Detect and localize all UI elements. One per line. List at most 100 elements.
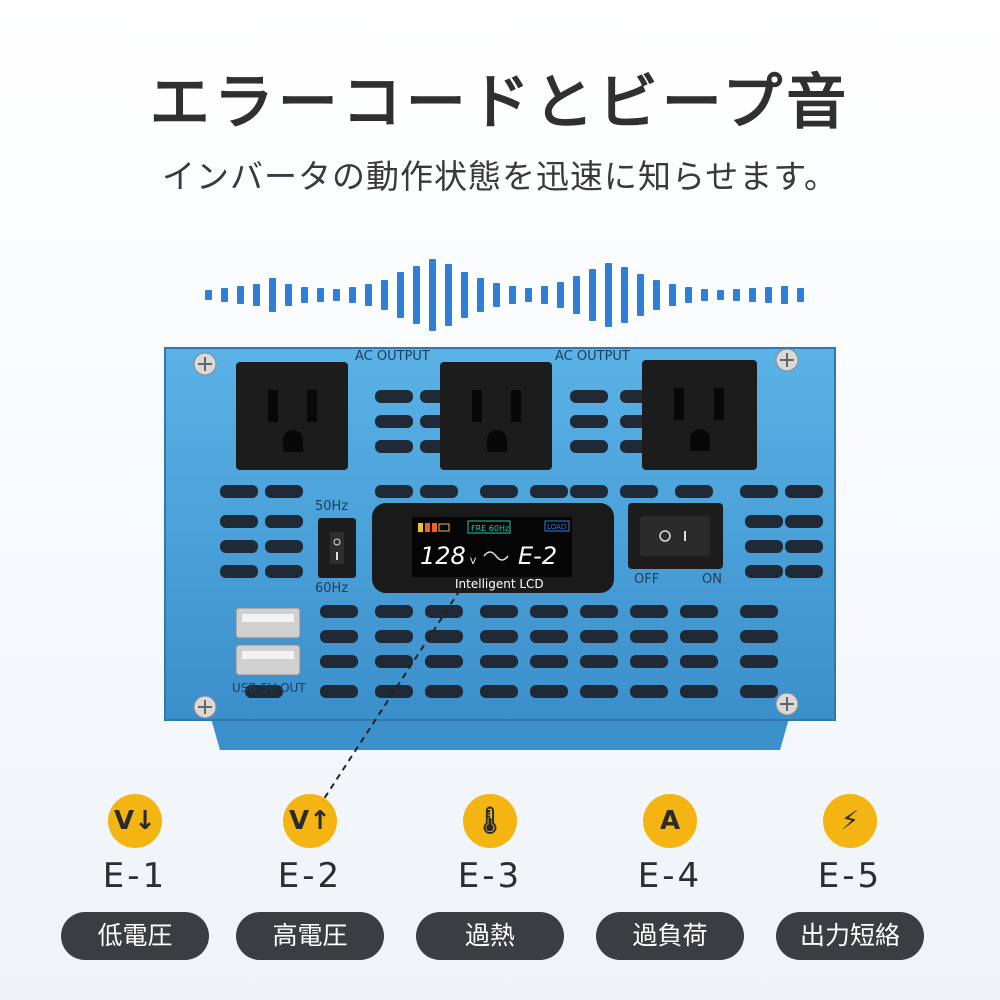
thermometer-icon: 🌡 (463, 794, 517, 848)
sound-wave-graphic (205, 259, 804, 331)
wave-bar (669, 284, 676, 306)
switch-on-label: ON (702, 572, 722, 587)
vent-slot (680, 605, 718, 618)
wave-bar (573, 276, 580, 314)
lcd-load-badge: LOAD (547, 523, 566, 531)
vent-slot (785, 485, 823, 498)
error-code-label: 過負荷 (596, 912, 744, 960)
error-code-label: 高電圧 (236, 912, 384, 960)
vent-slot (320, 605, 358, 618)
high-voltage-icon: V↑ (283, 794, 337, 848)
wave-bar (525, 288, 532, 302)
usb-port[interactable] (235, 607, 301, 639)
freq-60hz-label: 60Hz (315, 581, 348, 596)
wave-bar (445, 264, 452, 326)
screw-icon (193, 352, 217, 376)
error-code-id: E-1 (102, 856, 168, 896)
vent-slot (745, 515, 783, 528)
wave-bar (605, 263, 612, 327)
lcd-error-code: E-2 (518, 542, 557, 570)
wave-bar (461, 272, 468, 318)
wave-bar (637, 274, 644, 316)
frequency-switch[interactable] (318, 518, 356, 578)
page-subtitle: インバータの動作状態を迅速に知らせます。 (161, 157, 839, 196)
lcd-voltage-unit: V (470, 557, 477, 567)
vent-slot (570, 440, 608, 453)
vent-slot (785, 565, 823, 578)
vent-slot (630, 605, 668, 618)
vent-slot (675, 485, 713, 498)
vent-slot (265, 540, 303, 553)
lcd-freq-badge: FRE 60Hz (471, 524, 509, 533)
ac-outlet[interactable] (236, 362, 348, 470)
vent-slot (570, 485, 608, 498)
wave-bar (333, 289, 340, 301)
error-code-id: E-3 (457, 856, 523, 896)
wave-bar (237, 286, 244, 304)
vent-slot (785, 515, 823, 528)
vent-slot (425, 685, 463, 698)
wave-bar (733, 289, 740, 301)
vent-slot (220, 515, 258, 528)
vent-slot (420, 485, 458, 498)
wave-bar (205, 290, 212, 300)
vent-slot (265, 515, 303, 528)
vent-slot (480, 485, 518, 498)
vent-slot (630, 685, 668, 698)
power-switch[interactable] (628, 503, 723, 569)
vent-slot (680, 685, 718, 698)
switch-off-label: OFF (634, 572, 659, 587)
wave-bar (557, 282, 564, 308)
vent-slot (570, 390, 608, 403)
wave-bar (429, 259, 436, 331)
vent-slot (530, 485, 568, 498)
low-voltage-icon: V↓ (108, 794, 162, 848)
wave-bar (253, 284, 260, 306)
vent-slot (620, 485, 658, 498)
ac-outlet[interactable] (642, 360, 757, 470)
wave-bar (749, 288, 756, 302)
screw-icon (775, 348, 799, 372)
vent-slot (580, 630, 618, 643)
error-code-label: 低電圧 (61, 912, 209, 960)
vent-slot (680, 655, 718, 668)
vent-slot (220, 485, 258, 498)
vent-slot (425, 630, 463, 643)
vent-slot (245, 685, 283, 698)
vent-slot (630, 655, 668, 668)
inverter-panel: AC OUTPUT AC OUTPUT 50Hz 60Hz FRE 60Hz L… (164, 347, 836, 750)
vent-slot (480, 630, 518, 643)
wave-bar (365, 284, 372, 306)
vent-slot (745, 540, 783, 553)
ac-outlet[interactable] (440, 362, 552, 470)
vent-slot (530, 630, 568, 643)
vent-slot (425, 605, 463, 618)
wave-bar (621, 267, 628, 323)
wave-bar (509, 286, 516, 304)
wave-bar (349, 287, 356, 303)
vent-slot (580, 655, 618, 668)
lcd-label: Intelligent LCD (455, 577, 544, 591)
freq-50hz-label: 50Hz (315, 499, 348, 514)
vent-slot (785, 540, 823, 553)
vent-slot (320, 655, 358, 668)
screw-icon (193, 695, 217, 719)
lcd-voltage: 128 (420, 542, 466, 570)
page-title: エラーコードとビープ音 (149, 68, 851, 138)
wave-bar (589, 269, 596, 321)
sine-icon (483, 551, 509, 561)
vent-slot (375, 440, 413, 453)
ac-output-label: AC OUTPUT (555, 349, 630, 364)
usb-port[interactable] (235, 644, 301, 676)
wave-bar (221, 288, 228, 302)
wave-bar (477, 278, 484, 312)
vent-slot (320, 630, 358, 643)
vent-slot (480, 655, 518, 668)
wave-bar (381, 280, 388, 310)
vent-slot (740, 485, 778, 498)
vent-slot (740, 630, 778, 643)
